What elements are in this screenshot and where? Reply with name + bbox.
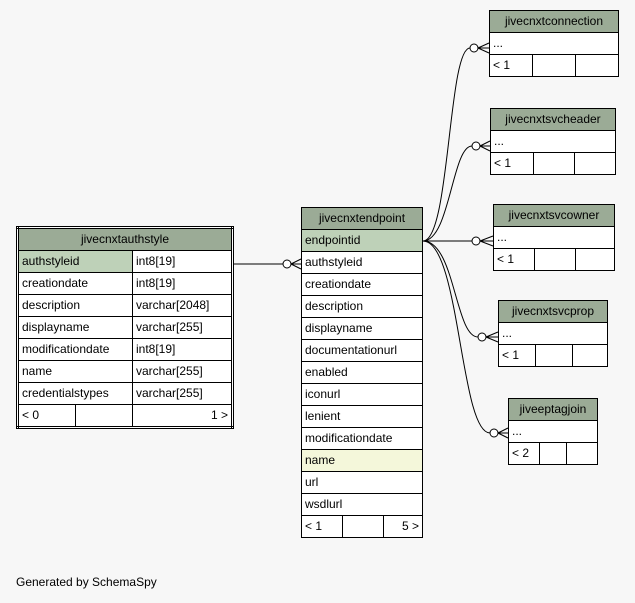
table-title[interactable]: jivecnxtsvcprop xyxy=(498,300,608,323)
column-name: ... xyxy=(508,420,598,443)
column-type: varchar[255] xyxy=(132,360,233,383)
column-name: ... xyxy=(490,130,616,153)
footer-spacer xyxy=(575,54,619,77)
column-name: modificationdate xyxy=(17,338,133,361)
column-name: creationdate xyxy=(17,272,133,295)
column-name: displayname xyxy=(17,316,133,339)
column-name: wsdlurl xyxy=(301,493,423,516)
column-name: ... xyxy=(489,32,619,55)
table-jiveeptagjoin[interactable]: jiveeptagjoin ... < 2 xyxy=(508,398,598,465)
column-name: url xyxy=(301,471,423,494)
column-name: modificationdate xyxy=(301,427,423,450)
column-name: ... xyxy=(498,322,608,345)
parents-count: < 1 xyxy=(493,248,535,271)
column-type: varchar[255] xyxy=(132,382,233,405)
column-name: iconurl xyxy=(301,383,423,406)
children-count: 5 > xyxy=(383,515,423,538)
table-title[interactable]: jiveeptagjoin xyxy=(508,398,598,421)
column-name: description xyxy=(301,295,423,318)
footer-spacer xyxy=(534,248,576,271)
parents-count: < 1 xyxy=(489,54,533,77)
footer-spacer xyxy=(566,442,598,465)
parents-count: < 1 xyxy=(498,344,536,367)
parents-count: < 1 xyxy=(490,152,534,175)
generated-by-label: Generated by SchemaSpy xyxy=(16,575,157,589)
column-type: int8[19] xyxy=(132,272,233,295)
footer-spacer xyxy=(539,442,567,465)
footer-spacer xyxy=(572,344,608,367)
table-title[interactable]: jivecnxtconnection xyxy=(489,10,619,33)
column-name: authstyleid xyxy=(301,251,423,274)
footer-spacer xyxy=(575,248,615,271)
column-name: endpointid xyxy=(301,229,423,252)
column-type: int8[19] xyxy=(132,250,233,273)
column-name: ... xyxy=(493,226,615,249)
column-name: enabled xyxy=(301,361,423,384)
footer-spacer xyxy=(532,54,576,77)
footer-spacer xyxy=(533,152,575,175)
footer-spacer xyxy=(574,152,616,175)
column-type: int8[19] xyxy=(132,338,233,361)
column-name: description xyxy=(17,294,133,317)
parents-count: < 2 xyxy=(508,442,540,465)
table-title[interactable]: jivecnxtsvcheader xyxy=(490,108,616,131)
parents-count: < 0 xyxy=(17,404,76,428)
footer-spacer xyxy=(75,404,133,428)
footer-spacer xyxy=(535,344,573,367)
children-count: 1 > xyxy=(132,404,233,428)
column-name: name xyxy=(17,360,133,383)
column-type: varchar[255] xyxy=(132,316,233,339)
table-jivecnxtconnection[interactable]: jivecnxtconnection ... < 1 xyxy=(489,10,619,77)
column-name: authstyleid xyxy=(17,250,133,273)
fk-line-connection xyxy=(422,47,471,242)
fk-line-eptagjoin xyxy=(422,240,491,434)
footer-spacer xyxy=(342,515,384,538)
table-jivecnxtsvcheader[interactable]: jivecnxtsvcheader ... < 1 xyxy=(490,108,616,175)
fk-line-svcheader xyxy=(422,145,473,242)
table-jivecnxtsvcprop[interactable]: jivecnxtsvcprop ... < 1 xyxy=(498,300,608,367)
table-title[interactable]: jivecnxtendpoint xyxy=(301,207,423,230)
table-title[interactable]: jivecnxtsvcowner xyxy=(493,204,615,227)
column-name: creationdate xyxy=(301,273,423,296)
table-jivecnxtendpoint[interactable]: jivecnxtendpoint endpointid authstyleid … xyxy=(301,207,423,538)
table-title[interactable]: jivecnxtauthstyle xyxy=(17,227,233,251)
column-name: lenient xyxy=(301,405,423,428)
parents-count: < 1 xyxy=(301,515,343,538)
column-type: varchar[2048] xyxy=(132,294,233,317)
column-name: name xyxy=(301,449,423,472)
fk-line-svcprop xyxy=(422,240,479,338)
column-name: documentationurl xyxy=(301,339,423,362)
table-jivecnxtsvcowner[interactable]: jivecnxtsvcowner ... < 1 xyxy=(493,204,615,271)
column-name: displayname xyxy=(301,317,423,340)
column-name: credentialstypes xyxy=(17,382,133,405)
